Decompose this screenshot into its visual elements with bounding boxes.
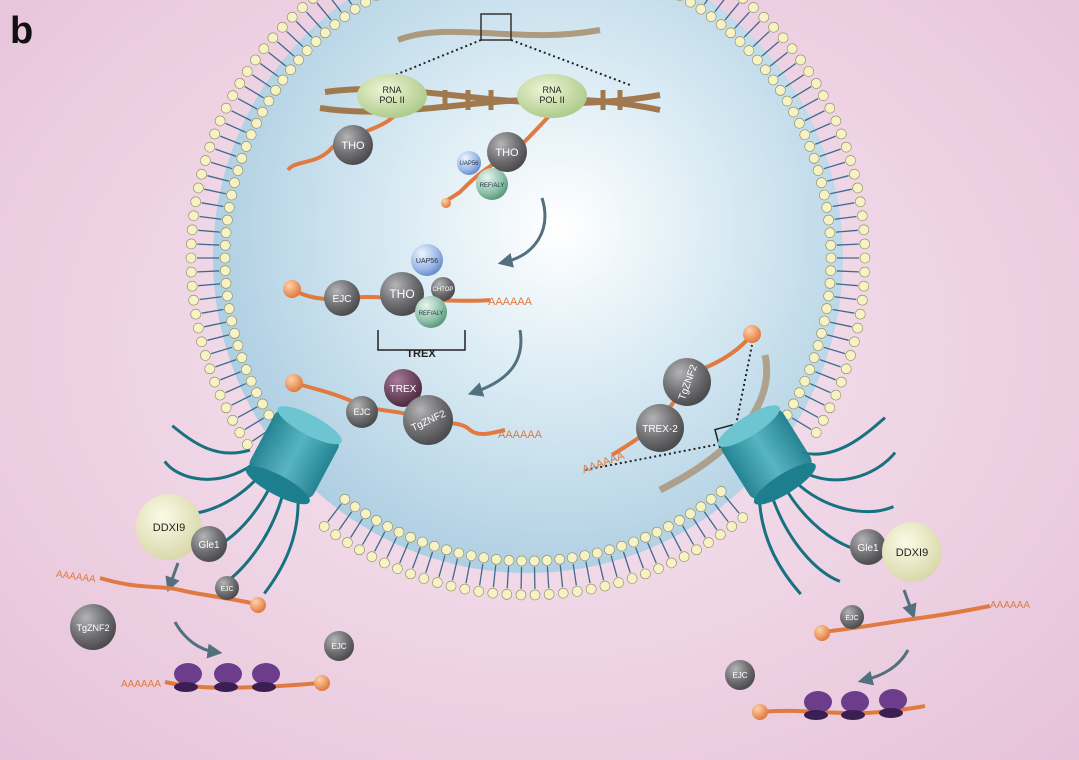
ddx19-left: DDXI9 — [136, 494, 202, 560]
arrow-right-down — [902, 589, 917, 620]
polysome-right — [804, 689, 907, 720]
gle1-left-label: Gle1 — [198, 540, 220, 551]
ejc-2-label: EJC — [353, 407, 371, 417]
ddx19-left-label: DDXI9 — [153, 522, 185, 534]
trex-bracket-label: TREX — [406, 348, 436, 360]
mrna-cap-right-2 — [752, 704, 768, 720]
polysome-left — [174, 663, 280, 692]
mrna-cap-left — [250, 597, 266, 613]
uap56-trex: UAP56 — [411, 244, 443, 276]
dna-strand-b — [319, 96, 661, 115]
ribosome-left-2 — [214, 663, 242, 692]
trex2-label: TREX-2 — [642, 424, 678, 435]
mrna-cap-tgznf2 — [285, 374, 303, 392]
ref-aly-small-label: REF/ALY — [480, 183, 505, 189]
ejc-right-2: EJC — [725, 660, 755, 690]
polya-tail-2: AAAAAA — [498, 429, 543, 441]
chtop-label: CHTOP — [433, 287, 454, 293]
panel-letter: b — [10, 10, 34, 52]
nascent-rna-right — [441, 108, 557, 206]
nascent-rna-left — [286, 108, 400, 172]
mrna-cap-right — [814, 625, 830, 641]
ribosome-left-1 — [174, 663, 202, 692]
polya-right: AAAAAA — [990, 600, 1030, 611]
nuclear-pore-right — [717, 405, 897, 596]
ddx19-right: DDXI9 — [882, 522, 942, 582]
tho-trex: THO — [380, 272, 424, 316]
mrna-cap-trex2 — [743, 325, 761, 343]
pore-filaments-right — [757, 416, 897, 596]
ejc-left: EJC — [215, 576, 239, 600]
arrow-to-tgznf2 — [467, 329, 523, 397]
arrow-to-translation-left — [173, 621, 223, 659]
tho-trex-label: THO — [389, 287, 414, 301]
uap56-trex-label: UAP56 — [416, 258, 438, 265]
trex-complex-label: TREX — [390, 384, 417, 395]
trex-bracket — [377, 330, 466, 351]
ribosome-right-3 — [879, 689, 907, 718]
ribosome-right-2 — [841, 691, 869, 720]
gle1-right-label: Gle1 — [857, 543, 879, 554]
tgznf2-trex2: TgZNF2 — [663, 358, 711, 406]
zoom-line-top-right — [510, 39, 631, 86]
dna-fiber-top — [396, 27, 601, 43]
mrna-cap-small — [441, 198, 451, 208]
trex-2: TREX-2 — [636, 404, 684, 452]
nuclear-envelope — [185, 0, 871, 601]
arrow-to-translation-right — [857, 649, 910, 686]
polya-left: AAAAAA — [55, 569, 96, 586]
tgznf2-cyto-label: TgZNF2 — [76, 623, 109, 633]
dna-rungs — [442, 90, 623, 110]
tho-uap56-refaly-cluster: UAP56 REF/ALY THO — [441, 132, 527, 208]
tho-right-label: THO — [495, 147, 519, 159]
tho-complex-left: THO — [333, 125, 373, 165]
uap56-small-label: UAP56 — [459, 161, 479, 167]
ejc-trex-label: EJC — [333, 294, 352, 305]
gle1-right: Gle1 — [850, 529, 886, 565]
nuclear-pore-left — [163, 406, 342, 595]
chtop: CHTOP — [431, 277, 455, 301]
ejc-2: EJC — [346, 396, 378, 428]
dna-region — [319, 13, 661, 115]
ddx19-right-label: DDXI9 — [896, 547, 928, 559]
mrna-cap-trex — [283, 280, 301, 298]
ref-aly-trex-label: REF/ALY — [419, 311, 444, 317]
mrna-cap-left-2 — [314, 675, 330, 691]
zoom-box-top — [480, 13, 512, 41]
ribosome-right-1 — [804, 691, 832, 720]
ribosome-left-3 — [252, 663, 280, 692]
tho-left-label: THO — [341, 140, 365, 152]
arrow-left-down — [165, 562, 180, 593]
ejc-cyto-mid-label: EJC — [331, 642, 346, 651]
ejc-right-2-label: EJC — [732, 671, 747, 680]
ejc-cyto-mid: EJC — [324, 631, 354, 661]
ejc-right-label: EJC — [845, 615, 858, 622]
polya-left-2: AAAAAA — [121, 679, 161, 690]
arrow-to-trex — [497, 197, 547, 268]
mrna-translated-right — [761, 704, 926, 716]
ejc-trex: EJC — [324, 280, 360, 316]
polya-tail-1: AAAAAA — [488, 296, 533, 308]
trex-complex: TREX — [384, 369, 422, 407]
tgznf2-nuclear: TgZNF2 — [403, 395, 453, 445]
ejc-right: EJC — [840, 605, 864, 629]
tgznf2-cyto: TgZNF2 — [70, 604, 116, 650]
ref-aly-trex: REF/ALY — [415, 296, 447, 328]
ejc-left-label: EJC — [220, 586, 233, 593]
gle1-left: Gle1 — [191, 526, 227, 562]
